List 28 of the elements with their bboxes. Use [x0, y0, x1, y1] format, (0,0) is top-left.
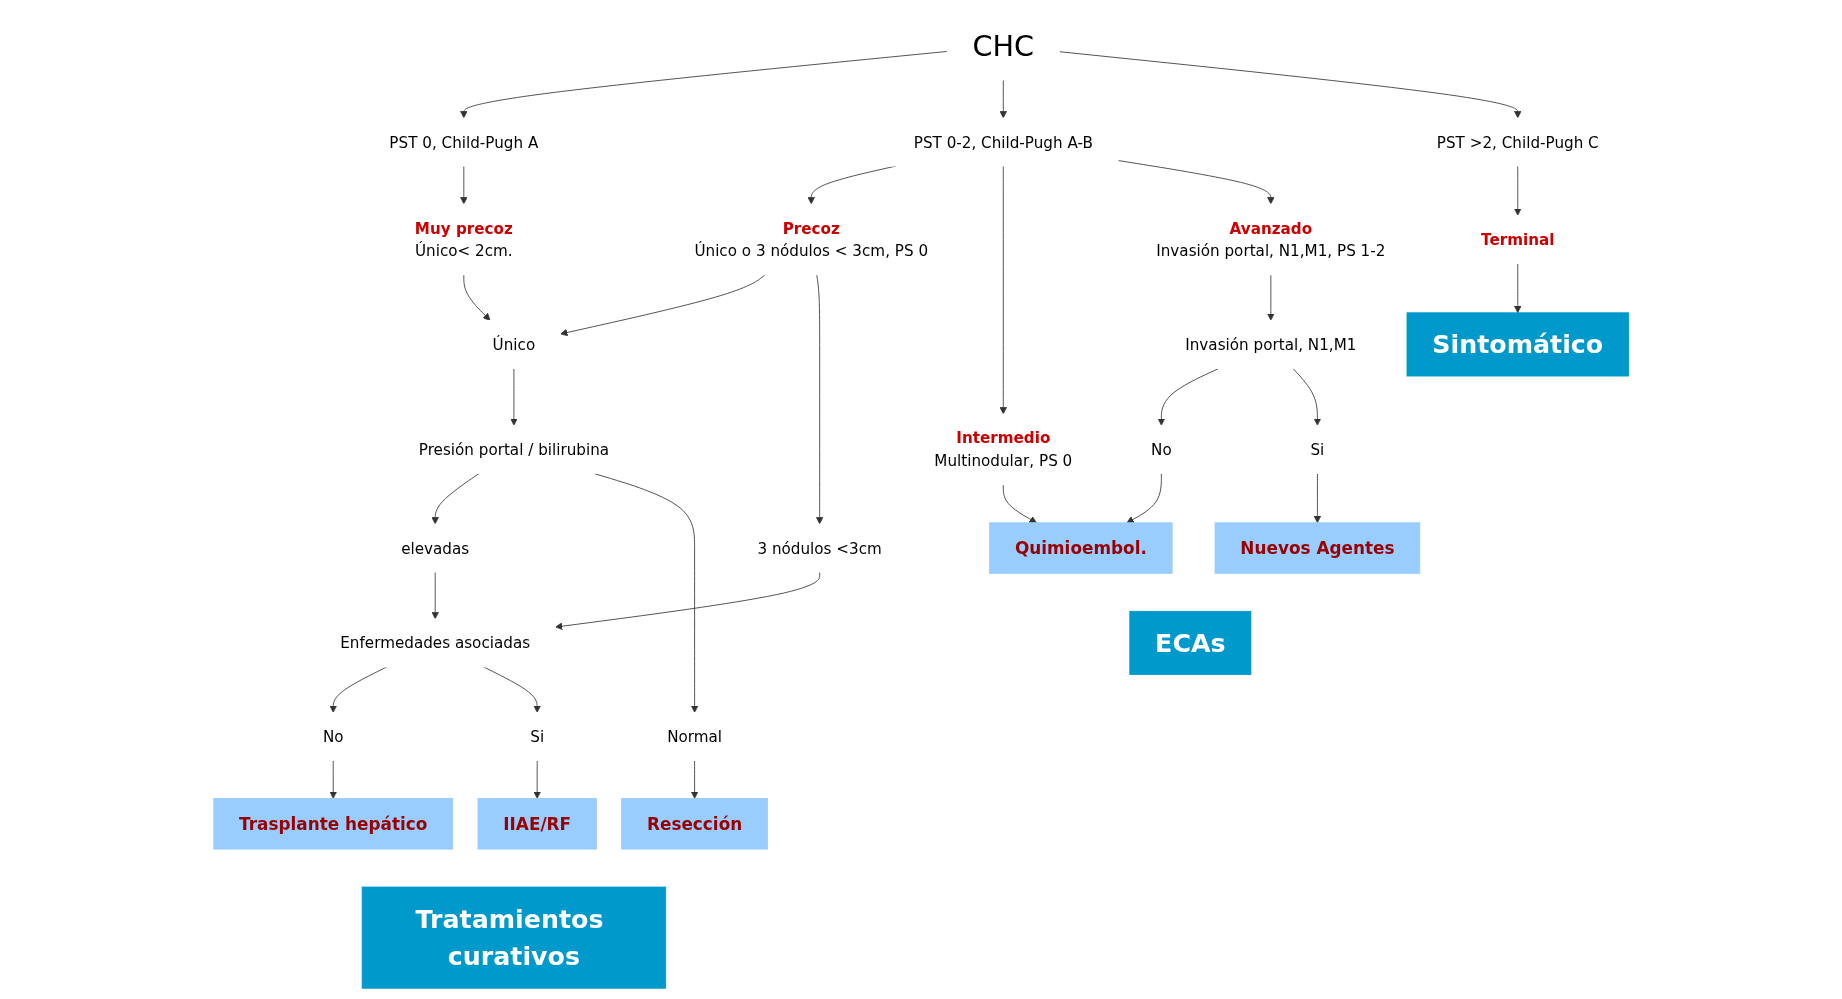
node-text: No — [1150, 440, 1172, 458]
node-text: Único — [492, 335, 536, 353]
node-text: Muy precoz Único< 2cm. — [414, 218, 513, 260]
node-box: Quimioembol. — [989, 521, 1173, 574]
node-text: Si — [1310, 440, 1325, 458]
node-text: Enfermedades asociadas — [340, 633, 530, 652]
node-text: Precoz Único o 3 nódulos < 3cm, PS 0 — [694, 218, 928, 260]
node-box: IIAE/RF — [477, 797, 597, 849]
node-box: Trasplante hepático — [213, 797, 453, 849]
node-text: Normal — [666, 727, 722, 745]
node-text: PST 0, Child-Pugh A — [389, 132, 539, 151]
node-text: No — [322, 727, 344, 745]
node-box: Nuevos Agentes — [1214, 521, 1421, 574]
node-text: CHC — [972, 28, 1034, 62]
node-text: Avanzado Invasión portal, N1,M1, PS 1-2 — [1156, 218, 1386, 260]
node-text: elevadas — [401, 538, 470, 557]
node-box: Sintomático — [1406, 311, 1629, 376]
node-text: Terminal — [1480, 230, 1555, 248]
node-text: PST 0-2, Child-Pugh A-B — [913, 132, 1093, 151]
node-box: Resección — [621, 797, 768, 849]
node-text: PST >2, Child-Pugh C — [1436, 132, 1599, 151]
node-box: ECAs — [1129, 610, 1252, 675]
node-text: Intermedio Multinodular, PS 0 — [934, 428, 1073, 470]
node-text: Presión portal / bilirubina — [418, 440, 609, 458]
node-text: Invasión portal, N1,M1 — [1185, 335, 1357, 353]
node-box: Tratamientos curativos — [361, 886, 666, 989]
node-text: Si — [530, 727, 544, 745]
node-text: 3 nódulos <3cm — [757, 538, 882, 557]
